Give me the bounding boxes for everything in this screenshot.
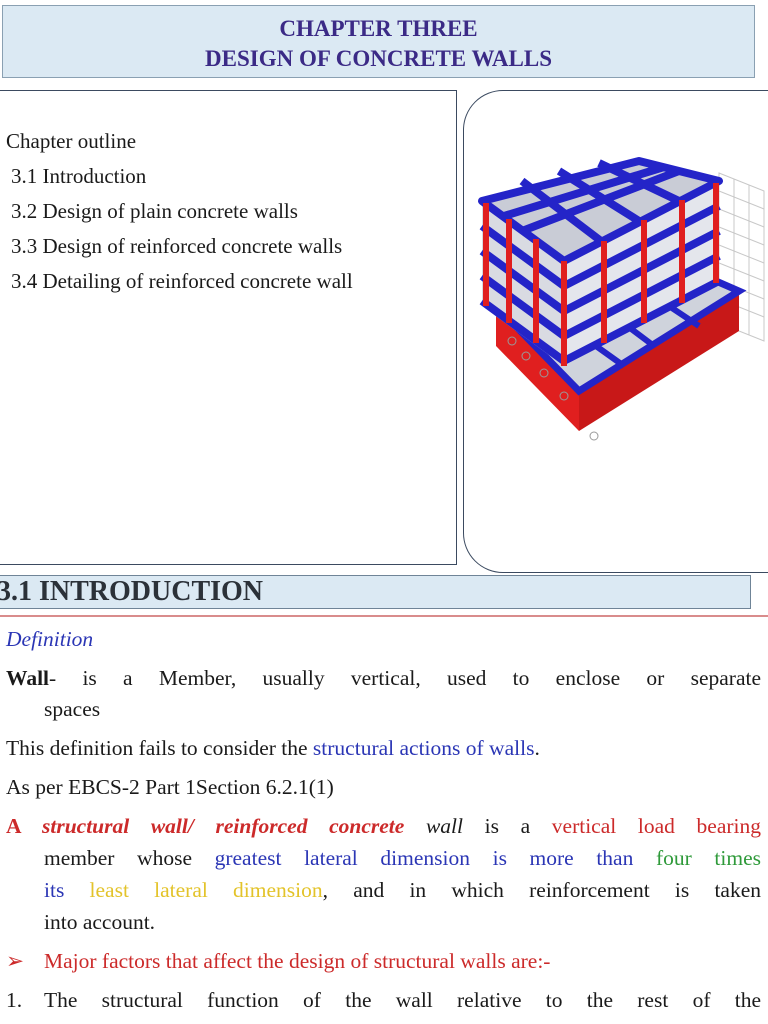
section-heading: 3.1 INTRODUCTION <box>0 576 264 607</box>
definition-fails-sentence: This definition fails to consider the st… <box>6 733 540 763</box>
structural-wall-definition-line1: A structural wall/ reinforced concrete w… <box>6 811 761 841</box>
sw-space-2 <box>64 878 89 902</box>
chapter-header: CHAPTER THREE DESIGN OF CONCRETE WALLS <box>2 5 755 78</box>
structural-wall-definition-line2: member whose greatest lateral dimension … <box>44 843 761 873</box>
sw-term: structural wall/ reinforced concrete <box>41 814 405 838</box>
building-model-image-box <box>463 90 768 573</box>
sw-greatest-dimension: greatest lateral dimension is more than <box>214 846 634 870</box>
outline-item-detailing: 3.4 Detailing of reinforced concrete wal… <box>11 269 353 293</box>
major-factors-arrow-icon: ➢ <box>6 949 25 973</box>
structural-wall-definition-line4: into account. <box>44 910 156 934</box>
sw-reinforcement-text: , and in which reinforcement is taken <box>322 878 761 902</box>
definition-fails-text: This definition fails to consider the <box>6 736 313 760</box>
sw-its: its <box>44 878 65 902</box>
definition-label: Definition <box>6 627 94 651</box>
major-factors-heading: Major factors that affect the design of … <box>44 949 551 973</box>
sw-wall-word: wall <box>404 814 463 838</box>
section-heading-bar: 3.1 INTRODUCTION <box>0 575 751 609</box>
definition-fails-end: . <box>534 736 540 760</box>
chapter-title: DESIGN OF CONCRETE WALLS <box>205 46 552 71</box>
chapter-number: CHAPTER THREE <box>279 16 478 41</box>
list-item-number: 1. <box>6 988 23 1012</box>
divider-line <box>0 615 768 617</box>
building-3d-model-illustration <box>478 157 765 441</box>
list-item-text: The structural function of the wall rela… <box>44 988 761 1012</box>
outline-title: Chapter outline <box>6 129 137 153</box>
wall-definition-line1: Wall- is a Member, usually vertical, use… <box>6 663 761 693</box>
structural-wall-definition-line3: its least lateral dimension, and in whic… <box>44 875 761 905</box>
structural-actions-phrase: structural actions of walls <box>312 736 535 760</box>
sw-four-times: four times <box>655 846 761 870</box>
chapter-outline-box: Chapter outline 3.1 Introduction 3.2 Des… <box>0 90 457 565</box>
ebcs-reference: As per EBCS-2 Part 1Section 6.2.1(1) <box>6 775 334 799</box>
outline-item-rc-walls: 3.3 Design of reinforced concrete walls <box>11 234 343 258</box>
sw-article: A <box>6 814 42 838</box>
outline-item-introduction: 3.1 Introduction <box>11 164 147 188</box>
sw-load-bearing: vertical load bearing <box>551 814 761 838</box>
sw-space <box>633 846 656 870</box>
sw-is-a: is a <box>462 814 552 838</box>
sw-least-dimension: least lateral dimension <box>89 878 323 902</box>
sw-member-whose: member whose <box>44 846 215 870</box>
wall-definition-text: - is a Member, usually vertical, used to… <box>49 666 761 690</box>
outline-item-plain-walls: 3.2 Design of plain concrete walls <box>11 199 298 223</box>
wall-term: Wall <box>6 666 50 690</box>
wall-definition-line2: spaces <box>44 697 101 721</box>
